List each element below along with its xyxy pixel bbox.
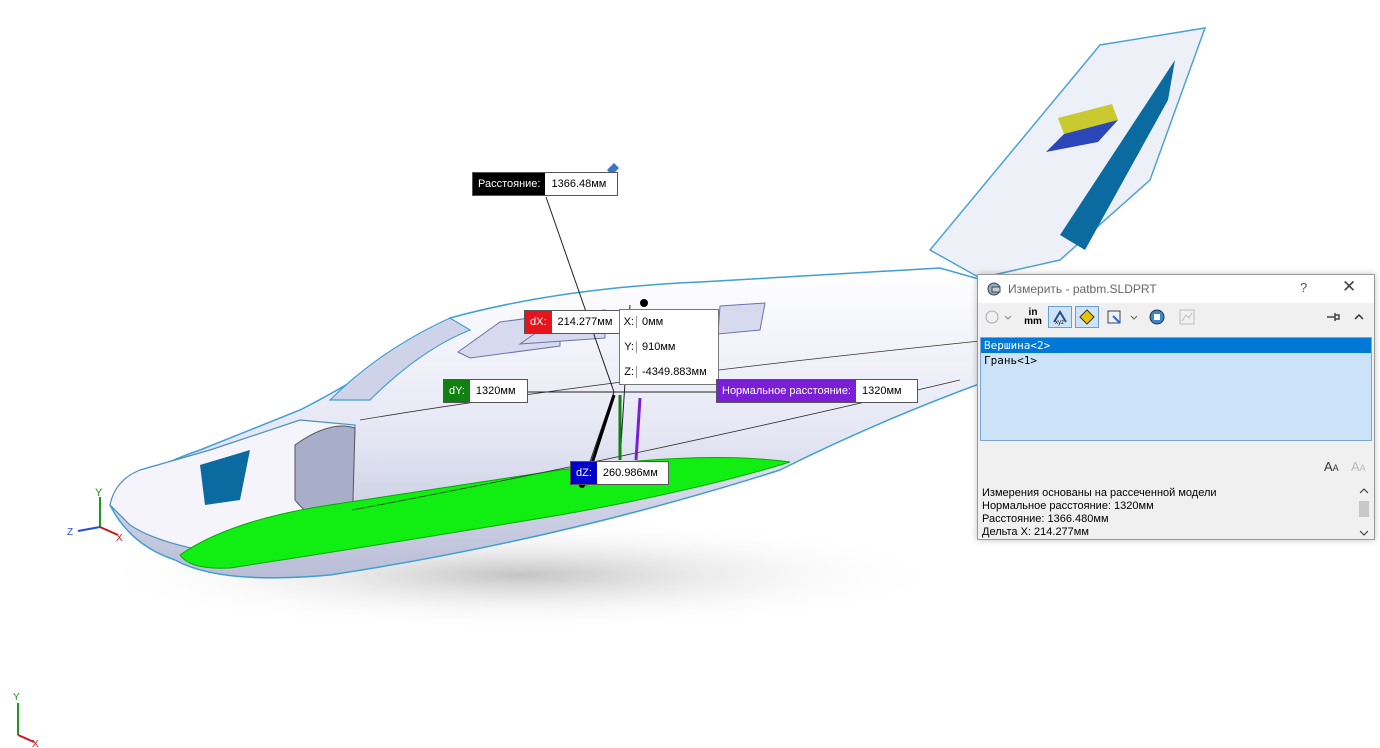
dy-callout-value: 1320мм: [475, 385, 516, 397]
coord-y-key: Y:: [620, 341, 637, 353]
dx-callout-label: dX:: [525, 311, 552, 333]
distance-callout[interactable]: Расстояние: 1366.48мм: [472, 172, 618, 196]
units-top-label: in: [1028, 307, 1038, 318]
vertical-tail: [928, 27, 1207, 279]
dx-callout[interactable]: dX: 214.277мм: [524, 310, 620, 334]
cowling-inlet: [200, 450, 250, 505]
dy-callout[interactable]: dY: 1320мм: [443, 379, 528, 403]
dy-callout-label: dY:: [444, 380, 470, 402]
normal-distance-value: 1320мм: [862, 385, 902, 397]
tail-blue-strip: [1060, 60, 1175, 250]
svg-text:Y: Y: [95, 487, 103, 499]
selection-list[interactable]: Вершина<2> Грань<1>: [980, 337, 1372, 441]
coord-x-value: 0мм: [642, 316, 664, 328]
result-line: Измерения основаны на рассеченной модели: [982, 487, 1217, 499]
dz-callout-label: dZ:: [571, 462, 597, 484]
projection-icon: [1107, 310, 1138, 324]
units-bottom-label: mm: [1024, 316, 1042, 327]
model-triad: Y X Z: [67, 487, 123, 544]
measure-history-button[interactable]: [1146, 306, 1168, 328]
measure-dialog[interactable]: Измерить - patbm.SLDPRT ? ✕ in mm xyz: [977, 274, 1375, 540]
pin-icon: [1327, 313, 1340, 321]
measure-vertex: [640, 299, 648, 307]
coord-y-value: 910мм: [642, 341, 676, 353]
tail-flag-yellow: [1058, 104, 1118, 134]
sensor-icon: [1179, 309, 1195, 325]
help-button[interactable]: ?: [1300, 280, 1308, 295]
xyz-measurement-icon: xyz: [1053, 310, 1067, 326]
tail-flag-blue: [1046, 120, 1118, 152]
point-to-point-icon: [1079, 309, 1095, 325]
normal-distance-label: Нормальное расстояние:: [717, 380, 856, 402]
svg-text:X: X: [116, 533, 123, 544]
close-button[interactable]: ✕: [1342, 277, 1357, 296]
reference-triad: Y X: [13, 692, 39, 748]
canopy: [328, 317, 472, 401]
selection-item[interactable]: Вершина<2>: [981, 338, 1371, 353]
dialog-titlebar[interactable]: Измерить - patbm.SLDPRT ? ✕: [978, 275, 1374, 303]
text-size-decrease-button[interactable]: AA: [1351, 459, 1366, 474]
dz-callout-value: 260.986мм: [602, 467, 658, 479]
measure-tool-icon: [987, 282, 1001, 296]
coord-x-key: X:: [620, 316, 637, 328]
svg-text:Z: Z: [67, 527, 73, 538]
normal-distance-callout[interactable]: Нормальное расстояние: 1320мм: [716, 379, 918, 403]
result-line: Нормальное расстояние: 1320мм: [982, 500, 1154, 512]
coord-z-value: -4349.883мм: [642, 366, 707, 378]
collapse-button[interactable]: [1348, 306, 1370, 328]
coord-z-key: Z:: [620, 366, 637, 378]
result-line: Дельта X: 214.277мм: [982, 526, 1089, 538]
dialog-title: Измерить - patbm.SLDPRT: [1008, 282, 1157, 296]
units-precision-button[interactable]: in mm: [1022, 306, 1044, 328]
distance-callout-value: 1366.48мм: [551, 178, 607, 190]
svg-text:Y: Y: [13, 692, 20, 703]
create-sensor-button[interactable]: [1176, 306, 1198, 328]
point-to-point-button[interactable]: [1075, 306, 1099, 328]
point-coordinates-box: X: 0мм Y: 910мм Z: -4349.883мм: [619, 309, 719, 385]
selected-face-highlight: [179, 457, 791, 569]
results-scrollbar[interactable]: [1356, 485, 1372, 539]
dz-callout[interactable]: dZ: 260.986мм: [570, 461, 669, 485]
text-size-increase-button[interactable]: AA: [1324, 459, 1339, 474]
svg-text:X: X: [32, 739, 39, 748]
projection-button[interactable]: [1104, 306, 1140, 328]
arc-options-button[interactable]: [982, 306, 1014, 328]
normal-line: [634, 397, 642, 461]
measure-history-icon: [1149, 309, 1165, 325]
measure-results: Измерения основаны на рассеченной модели…: [982, 487, 1352, 539]
selection-item[interactable]: Грань<1>: [984, 354, 1037, 367]
svg-text:xyz: xyz: [1055, 320, 1064, 326]
cabin-window-3: [717, 302, 766, 335]
dx-callout-value: 214.277мм: [557, 316, 613, 328]
result-line: Расстояние: 1366.480мм: [982, 513, 1109, 525]
show-xyz-button[interactable]: xyz: [1048, 306, 1072, 328]
distance-callout-label: Расстояние:: [473, 173, 546, 195]
chevron-up-icon: [1354, 313, 1364, 320]
arc-circle-icon: [985, 310, 1012, 324]
dialog-toolbar: in mm xyz: [978, 304, 1374, 332]
pin-dialog-button[interactable]: [1322, 306, 1344, 328]
